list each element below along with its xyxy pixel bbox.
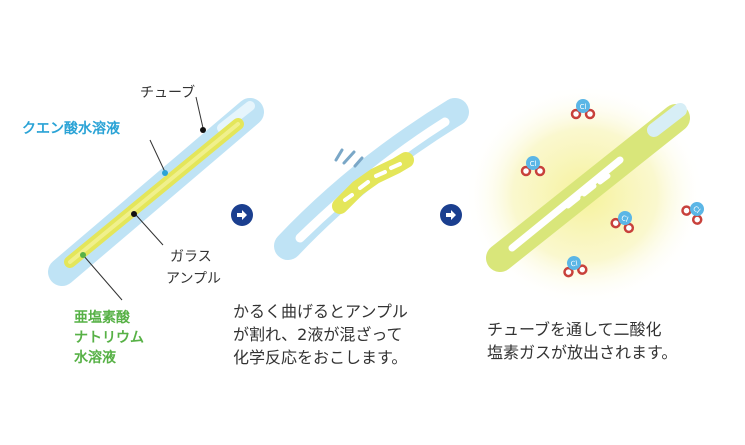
oxygen-atom <box>691 214 703 225</box>
chlorine-atom <box>567 256 581 270</box>
oxygen-atom <box>563 266 574 278</box>
chlorine-symbol: Cl <box>570 259 578 268</box>
step-1-caption-line2: が割れ、2液が混ざって <box>233 325 403 344</box>
oxygen-atom <box>610 217 621 229</box>
label-tube: チューブ <box>140 85 196 101</box>
oxygen-atom <box>534 165 546 177</box>
chlorine-symbol: Cl <box>620 214 629 224</box>
label-glass-line1: ガラス <box>170 249 212 265</box>
leader-dots <box>80 127 206 258</box>
tube-3 <box>486 103 690 272</box>
chlorine-dioxide-molecule: Cl <box>610 211 635 234</box>
step-2-caption-line1: チューブを通して二酸化 <box>487 320 662 339</box>
shake-marks <box>334 148 364 168</box>
tube-2-bent <box>274 98 469 260</box>
chlorine-symbol: Cl <box>530 160 537 168</box>
chlorine-symbol: Cl <box>691 205 701 216</box>
chlorine-atom <box>576 99 590 113</box>
step-1-caption-line1: かるく曲げるとアンプル <box>233 302 408 321</box>
label-chlorite-line2: ナトリウム <box>74 330 144 346</box>
arrow-right-icon <box>231 204 253 226</box>
chlorine-dioxide-molecule: Cl <box>563 256 588 278</box>
oxygen-atom <box>623 222 635 234</box>
oxygen-atom <box>681 205 692 216</box>
chlorine-atom <box>618 211 632 225</box>
chlorine-atom <box>690 202 704 216</box>
leader-lines <box>82 96 204 301</box>
oxygen-atom <box>570 108 582 120</box>
chlorine-symbol: Cl <box>580 103 587 111</box>
chlorine-dioxide-molecule: Cl <box>681 202 704 225</box>
oxygen-atom <box>577 264 588 275</box>
label-glass-line2: アンプル <box>166 271 222 287</box>
oxygen-atom <box>520 165 532 177</box>
label-citric-acid: クエン酸水溶液 <box>22 121 120 137</box>
chlorine-dioxide-molecule: Cl <box>570 99 596 120</box>
label-chlorite-line3: 水溶液 <box>74 350 116 366</box>
chlorine-dioxide-molecule: Cl <box>520 156 546 177</box>
oxygen-atom <box>584 108 596 120</box>
chlorine-atom <box>526 156 540 170</box>
arrow-right-icon <box>440 204 462 226</box>
step-2-caption-line2: 塩素ガスが放出されます。 <box>487 343 678 362</box>
label-chlorite-line1: 亜塩素酸 <box>74 310 130 326</box>
tube-1 <box>48 98 264 286</box>
step-1-caption-line3: 化学反応をおこします。 <box>233 348 408 367</box>
